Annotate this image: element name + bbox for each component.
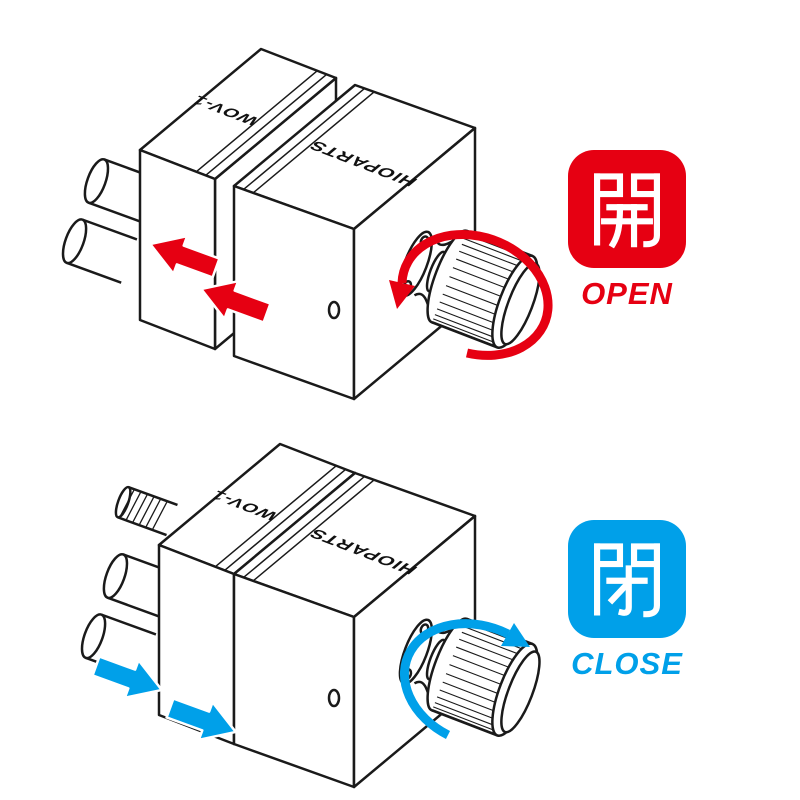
kanji-close-icon <box>594 543 660 618</box>
close-label: CLOSE <box>571 646 683 681</box>
open-state-illustration <box>56 47 553 401</box>
open-label: OPEN <box>581 276 673 311</box>
close-direction-arrow-1 <box>87 645 170 710</box>
close-badge <box>568 520 686 638</box>
open-badge <box>568 150 686 268</box>
kanji-open-icon <box>594 173 660 249</box>
threaded-fitting <box>114 485 178 537</box>
close-state-illustration <box>75 442 551 789</box>
open-rotation-arrow <box>389 230 553 360</box>
close-rotation-arrow <box>399 619 530 740</box>
